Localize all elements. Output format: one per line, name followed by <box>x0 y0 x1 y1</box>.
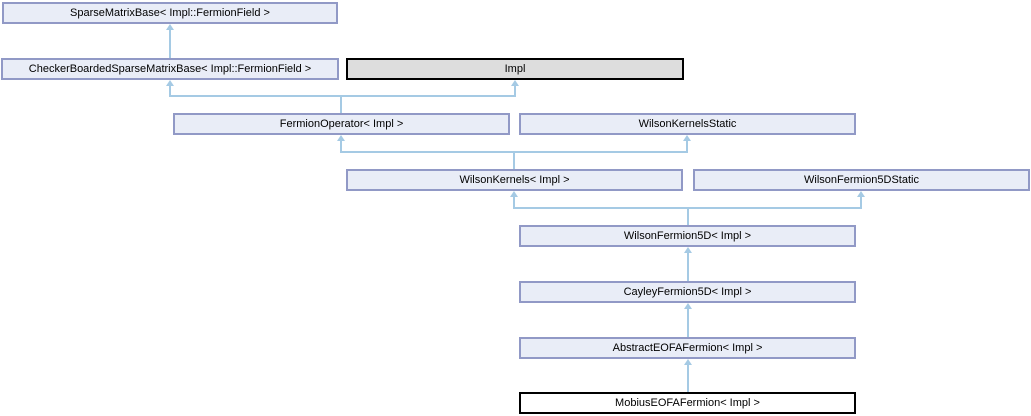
inheritance-edge-line <box>687 207 689 225</box>
inheritance-arrowhead-icon <box>857 191 865 197</box>
inheritance-arrowhead-icon <box>683 135 691 141</box>
inheritance-arrowhead-icon <box>684 303 692 309</box>
class-node-label: WilsonKernels< Impl > <box>459 174 570 186</box>
class-node-wilsonfermion5d[interactable]: WilsonFermion5D< Impl > <box>519 225 856 247</box>
class-node-label: SparseMatrixBase< Impl::FermionField > <box>70 7 270 19</box>
class-node-label: MobiusEOFAFermion< Impl > <box>615 397 760 409</box>
class-node-cayleyfermion5d[interactable]: CayleyFermion5D< Impl > <box>519 281 856 303</box>
inheritance-edge-line <box>513 197 515 208</box>
inheritance-edge-line <box>687 309 689 337</box>
class-node-wilsonkernelsstatic[interactable]: WilsonKernelsStatic <box>519 113 856 135</box>
inheritance-arrowhead-icon <box>511 80 519 86</box>
class-node-label: AbstractEOFAFermion< Impl > <box>612 342 763 354</box>
inheritance-arrowhead-icon <box>684 359 692 365</box>
inheritance-edge-line <box>686 141 688 152</box>
class-node-label: WilsonFermion5DStatic <box>804 174 919 186</box>
inheritance-arrowhead-icon <box>166 24 174 30</box>
inheritance-edge-line <box>687 365 689 392</box>
class-node-label: CayleyFermion5D< Impl > <box>623 286 752 298</box>
class-node-checkerboardedsparsematrixbase[interactable]: CheckerBoardedSparseMatrixBase< Impl::Fe… <box>1 58 339 80</box>
inheritance-arrowhead-icon <box>166 80 174 86</box>
class-node-label: WilsonKernelsStatic <box>638 118 737 130</box>
inheritance-edge-line <box>514 86 516 96</box>
class-node-label: CheckerBoardedSparseMatrixBase< Impl::Fe… <box>28 63 312 75</box>
inheritance-edge-line <box>169 30 171 58</box>
class-node-wilsonkernels[interactable]: WilsonKernels< Impl > <box>346 169 683 191</box>
inheritance-edge-line <box>513 151 515 169</box>
inheritance-edge-line <box>860 197 862 208</box>
class-node-fermionoperator[interactable]: FermionOperator< Impl > <box>173 113 510 135</box>
class-node-sparsematrixbase[interactable]: SparseMatrixBase< Impl::FermionField > <box>2 2 338 24</box>
class-node-label: FermionOperator< Impl > <box>279 118 404 130</box>
class-node-mobiuseofafermion: MobiusEOFAFermion< Impl > <box>519 392 856 414</box>
class-node-label: Impl <box>504 63 526 75</box>
class-node-wilsonfermion5dstatic[interactable]: WilsonFermion5DStatic <box>693 169 1030 191</box>
inheritance-arrowhead-icon <box>684 247 692 253</box>
inheritance-edge-line <box>169 86 171 96</box>
class-node-impl: Impl <box>346 58 684 80</box>
inheritance-edge-line <box>340 95 342 113</box>
inheritance-edge-line <box>687 253 689 281</box>
inheritance-edge-line <box>340 141 342 152</box>
class-node-abstracteofafermion[interactable]: AbstractEOFAFermion< Impl > <box>519 337 856 359</box>
inheritance-arrowhead-icon <box>510 191 518 197</box>
inheritance-arrowhead-icon <box>337 135 345 141</box>
class-node-label: WilsonFermion5D< Impl > <box>623 230 752 242</box>
inheritance-edge-line <box>169 95 516 97</box>
